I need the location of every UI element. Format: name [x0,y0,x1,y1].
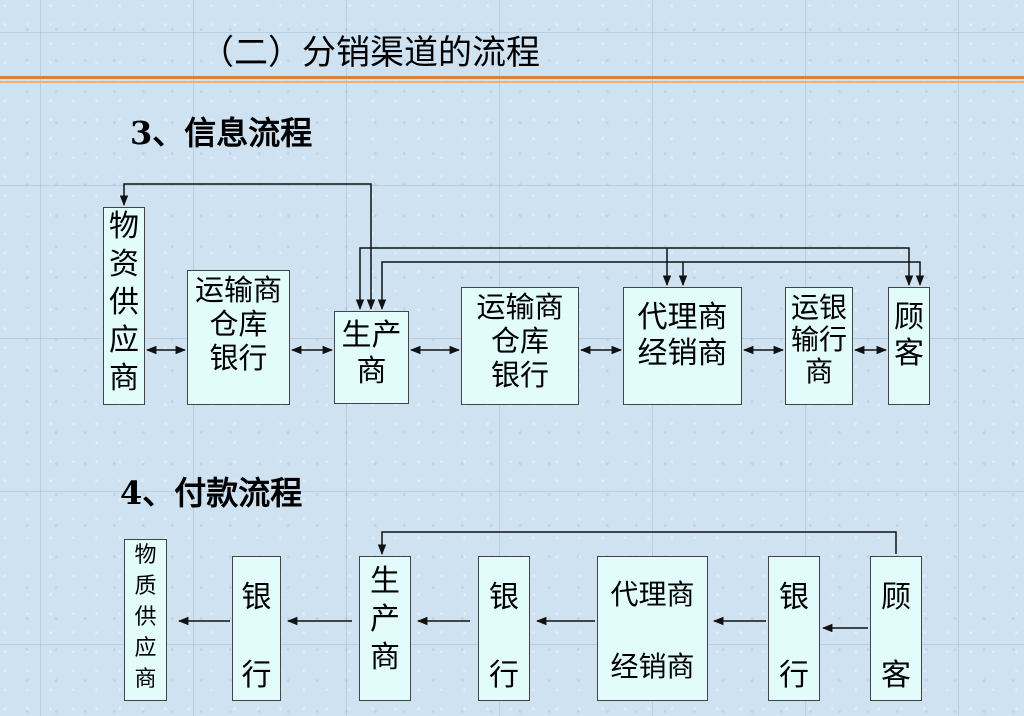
payment-customer-box: 顾 客 [870,556,922,701]
info-arrow-producer-customer-loop-inner [377,261,925,311]
payment-bank-label-1: 银 行 [241,580,272,693]
info-flow-heading: 3、信息流程 [130,114,313,152]
info-arrow-producer-customer-loop-outer [355,247,914,311]
title-rule [0,76,1024,79]
payment-bank-label-3: 银 行 [779,580,809,693]
payment-bank-label-2: 银 行 [489,580,519,693]
payment-producer-label: 生 产 商 [370,564,400,675]
slide-title: （二）分销渠道的流程 [200,33,540,73]
payment-bank-box-3: 银 行 [768,556,820,701]
info-producer-label: 生产 商 [341,318,402,389]
info-arrow-producer-supplier-loop [119,183,376,311]
payment-agent-dealer-label: 代理商 经销商 [610,578,695,683]
info-producer-box: 生产 商 [334,311,409,404]
payment-flow-heading: 4、付款流程 [120,474,303,512]
payment-producer-box: 生 产 商 [359,556,411,701]
payment-agent-dealer-box: 代理商 经销商 [597,556,708,701]
payment-customer-label: 顾 客 [881,580,911,693]
payment-supplier-label: 物 质 供 应 商 [134,543,157,692]
payment-arrow-customer-producer-loop [377,531,897,556]
payment-supplier-box: 物 质 供 应 商 [124,539,167,701]
payment-bank-box-1: 银 行 [232,556,281,701]
title-rule-secondary [0,81,1024,83]
payment-bank-box-2: 银 行 [478,556,530,701]
